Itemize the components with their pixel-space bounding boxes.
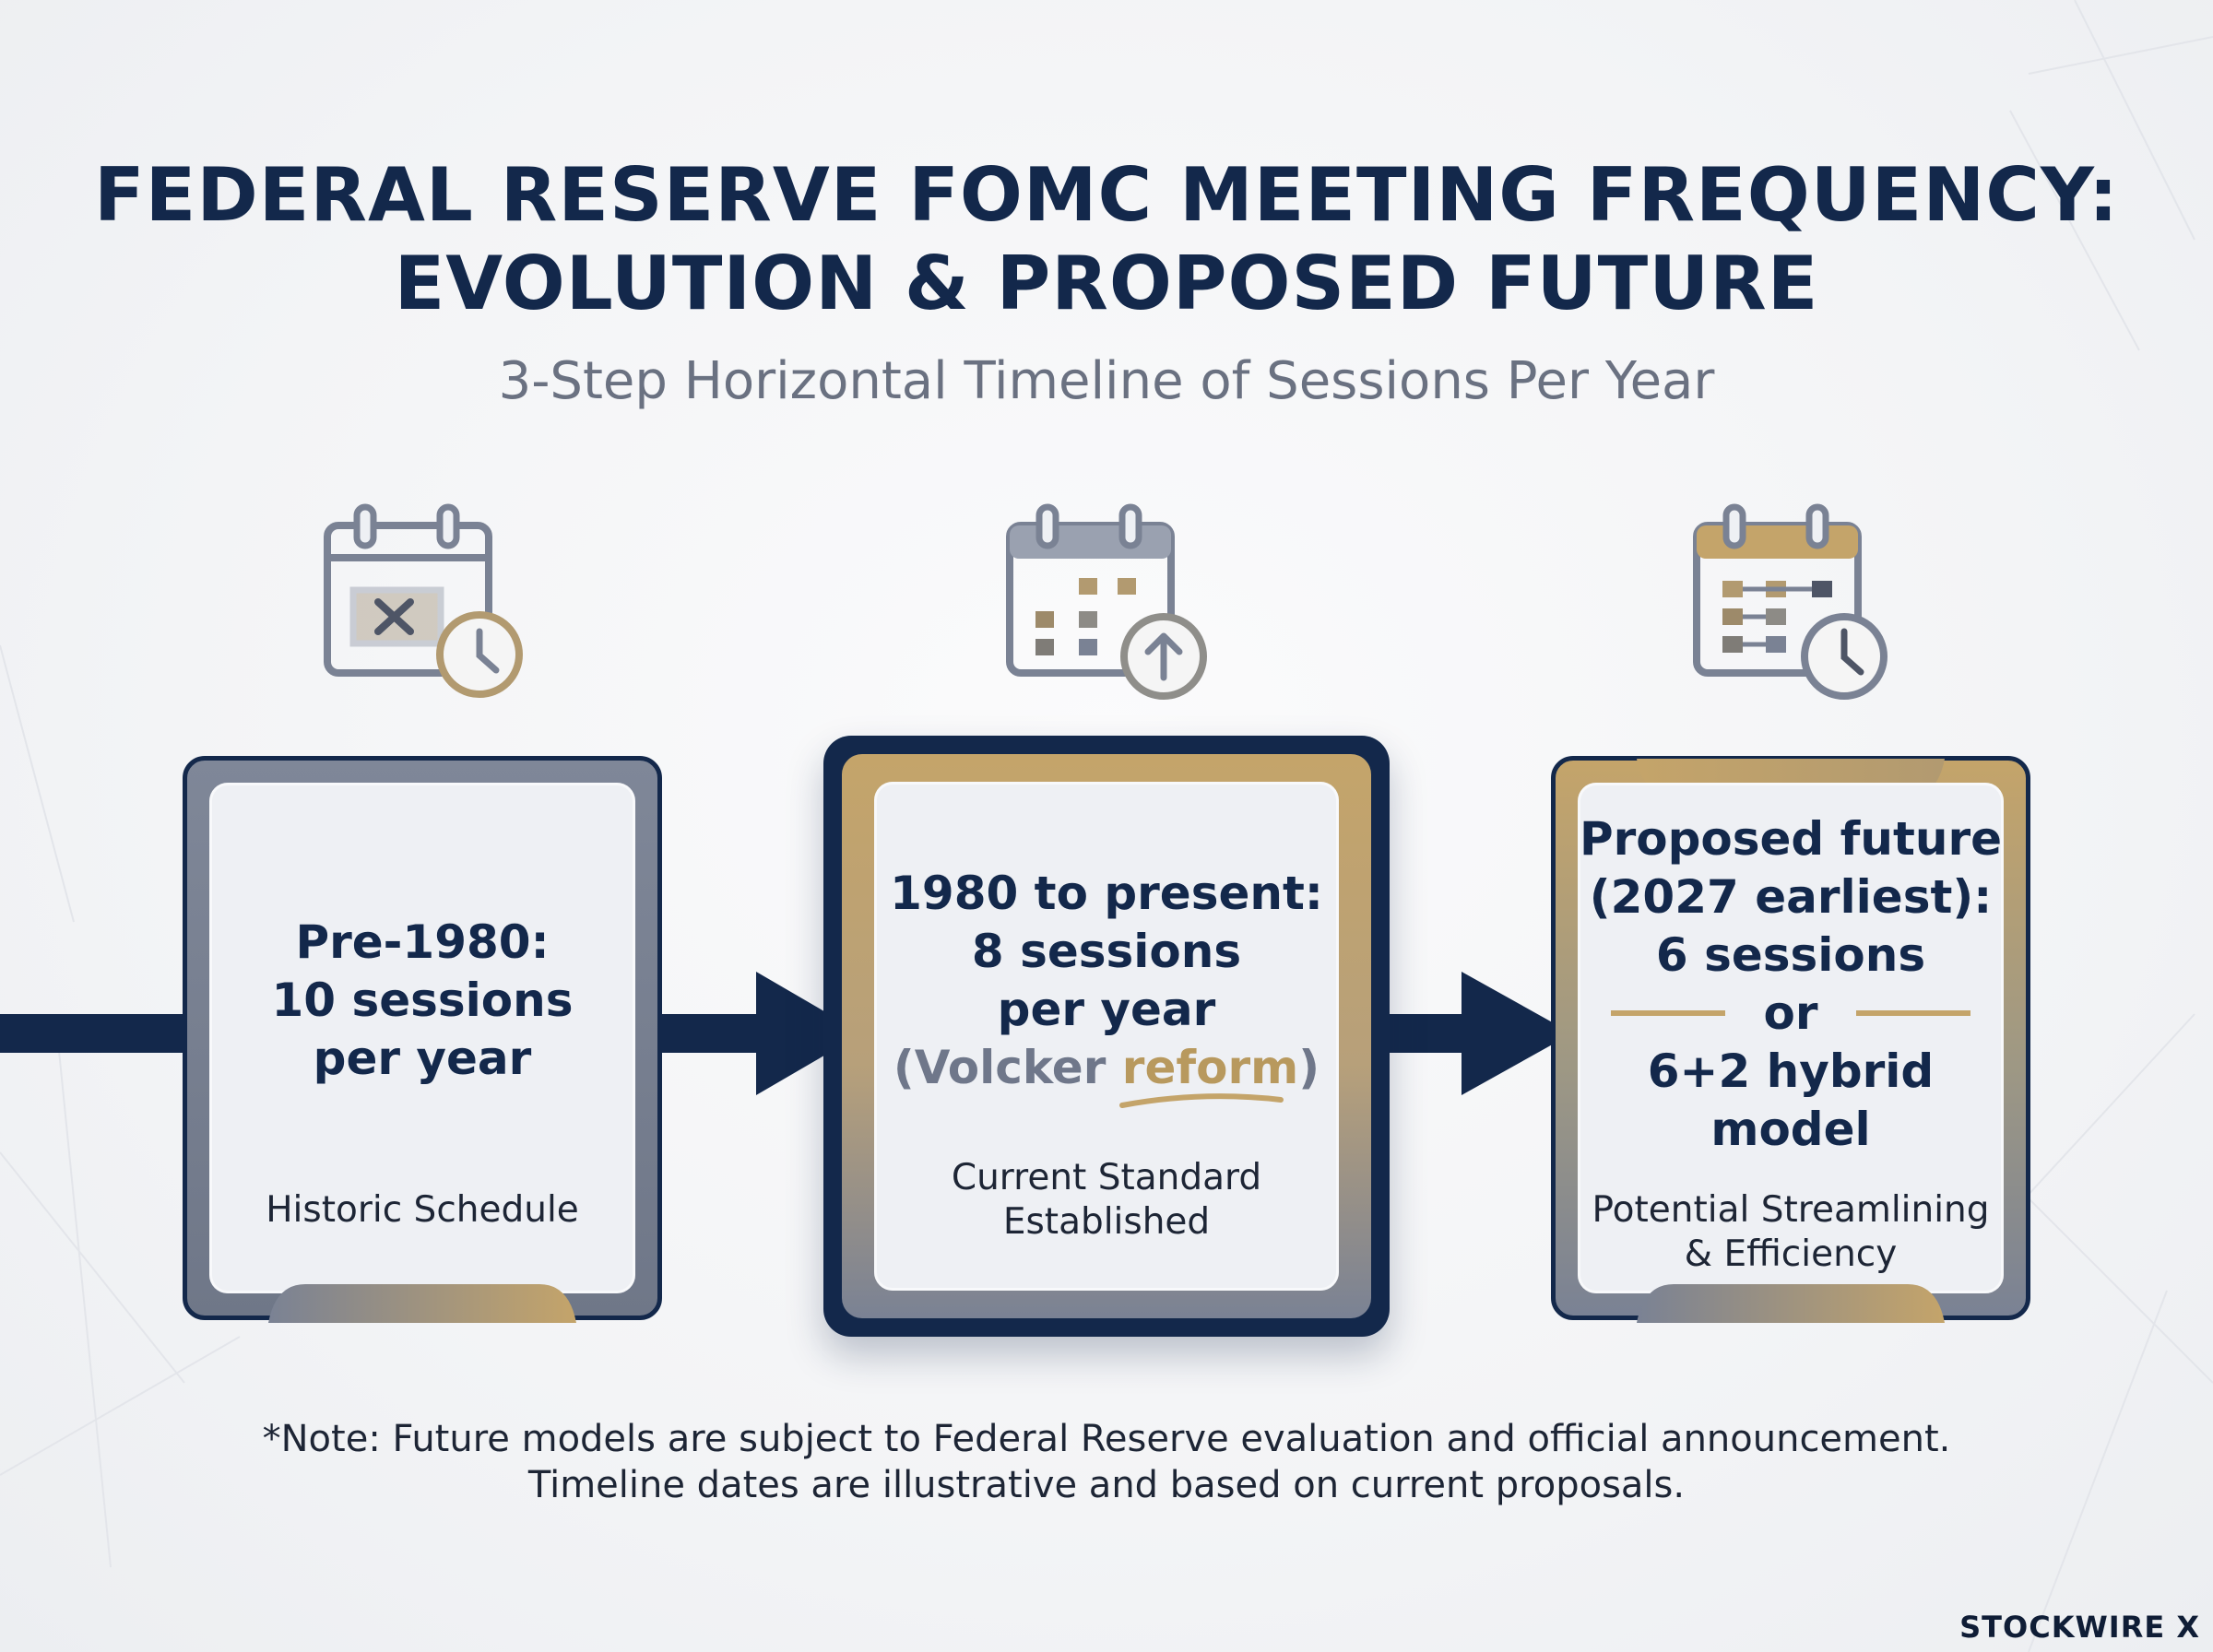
step-2-volcker: Volcker <box>914 1041 1106 1094</box>
step-card-pre-1980: Pre-1980: 10 sessions per year Historic … <box>183 756 662 1323</box>
calendar-cancel-clock-icon <box>324 503 523 698</box>
underline-swoosh <box>1118 1093 1284 1108</box>
step-2-paren-close: ) <box>1298 1041 1320 1094</box>
step-1-line-1: Pre-1980: <box>295 915 550 969</box>
step-3-line-4: 6+2 hybrid <box>1647 1044 1935 1098</box>
step-2-reform-word: reform <box>1121 1041 1299 1094</box>
step-3-or-divider: or <box>1578 985 2004 1043</box>
step-2-reform-highlight: reform <box>1118 1041 1299 1108</box>
step-3-caption-line-2: & Efficiency <box>1684 1233 1898 1275</box>
divider-line-left <box>1611 1010 1725 1016</box>
brand-logo: STOCKWIRE X <box>1959 1610 2200 1645</box>
step-1-line-3: per year <box>313 1032 532 1085</box>
step-card-1980-present: 1980 to present: 8 sessions per year (Vo… <box>823 736 1390 1337</box>
step-card-panel: 1980 to present: 8 sessions per year (Vo… <box>874 782 1339 1291</box>
card-bottom-tab <box>268 1284 576 1323</box>
footnote: *Note: Future models are subject to Fede… <box>0 1416 2213 1508</box>
step-2-main-text: 1980 to present: 8 sessions per year (Vo… <box>874 865 1339 1108</box>
step-card-proposed-future: Proposed future (2027 earliest): 6 sessi… <box>1551 756 2030 1323</box>
page-title-line-2: EVOLUTION & PROPOSED FUTURE <box>394 241 1819 326</box>
step-2-caption: Current Standard Established <box>874 1156 1339 1245</box>
page-subtitle: 3-Step Horizontal Timeline of Sessions P… <box>498 351 1715 411</box>
footnote-line-1: *Note: Future models are subject to Fede… <box>262 1418 1951 1460</box>
step-3-or-word: or <box>1763 986 1818 1040</box>
calendar-schedule-clock-icon <box>1693 503 1888 700</box>
step-3-line-1: Proposed future <box>1579 812 2003 866</box>
step-card-panel: Pre-1980: 10 sessions per year Historic … <box>209 783 635 1293</box>
step-1-caption-line-1: Historic Schedule <box>266 1189 579 1231</box>
divider-line-right <box>1856 1010 1970 1016</box>
step-3-caption-line-1: Potential Streamlining <box>1592 1189 1990 1231</box>
step-1-main-text: Pre-1980: 10 sessions per year <box>209 914 635 1088</box>
step-2-line-2: 8 sessions <box>971 925 1242 978</box>
step-3-line-2: (2027 earliest): <box>1589 870 1993 924</box>
step-3-line-3: 6 sessions <box>1655 928 1926 982</box>
step-2-line-3: per year <box>997 983 1216 1036</box>
step-2-paren-open: ( <box>893 1041 915 1094</box>
step-2-line-4: (Volcker reform) <box>874 1039 1339 1108</box>
step-1-caption: Historic Schedule <box>209 1188 635 1233</box>
page-title-line-1: FEDERAL RESERVE FOMC MEETING FREQUENCY: <box>94 152 2119 238</box>
step-2-caption-line-2: Established <box>1002 1201 1211 1243</box>
step-2-caption-line-1: Current Standard <box>951 1157 1262 1198</box>
card-bottom-tab <box>1637 1284 1945 1323</box>
step-3-caption: Potential Streamlining & Efficiency <box>1578 1188 2004 1277</box>
step-1-line-2: 10 sessions <box>271 974 574 1027</box>
step-3-main-text: Proposed future (2027 earliest): 6 sessi… <box>1578 810 2004 1159</box>
calendar-up-arrow-icon <box>1006 503 1207 700</box>
step-card-panel: Proposed future (2027 earliest): 6 sessi… <box>1578 783 2004 1293</box>
footnote-line-2: Timeline dates are illustrative and base… <box>527 1464 1686 1506</box>
step-2-line-1: 1980 to present: <box>890 867 1323 920</box>
step-3-line-5: model <box>1710 1103 1871 1156</box>
